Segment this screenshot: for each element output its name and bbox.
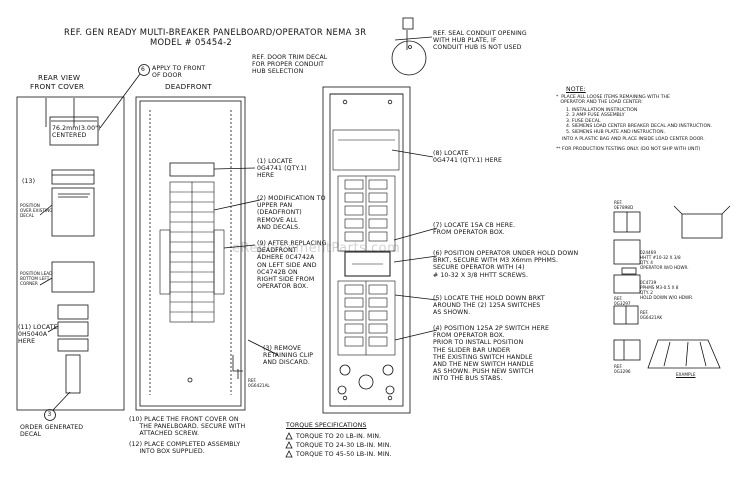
position-over-existing-note: POSITION OVER EXISTING DECAL [20, 203, 53, 218]
door-trim-decal-note: REF. DOOR TRIM DECAL FOR PROPER CONDUIT … [252, 54, 328, 76]
model-number: MODEL # 05454-2 [150, 37, 233, 47]
decal-0h5040a-1 [57, 304, 89, 320]
torque-item-2: TORQUE TO 24-30 LB-IN. MIN. [296, 442, 392, 449]
note-bag: INTO A PLASTIC BAG AND PLACE INSIDE LOAD… [562, 137, 705, 142]
part-0g3296 [613, 339, 641, 361]
part-label-0c4739: 0C4739 PPHMS M3-0.5 X 8 QTY. 2 HOLD DOWN… [640, 280, 694, 300]
note-star-1: * PLACE ALL LOOSE ITEMS REMAINING WITH T… [556, 95, 670, 106]
part-label-0g3296: REF. 0G3296 [614, 364, 631, 374]
callout-8-text: (8) LOCATE 0G4741 (QTY.1) HERE [433, 150, 502, 165]
part-label-0e7898d: REF. 0E7898D [614, 200, 634, 210]
deadfront-label [169, 162, 215, 177]
callout-1-text: (1) LOCATE 0G4741 (QTY.1) HERE [257, 158, 307, 180]
example-label: EXAMPLE [676, 372, 696, 377]
callout-13: (13) [22, 178, 36, 185]
operator-bracket [681, 213, 723, 239]
callout-4-text: (4) POSITION 125A 2P SWITCH HERE FROM OP… [433, 325, 549, 383]
load-center-outline [322, 86, 411, 414]
torque-item-3: TORQUE TO 45-50 LB-IN. MIN. [296, 451, 392, 458]
rear-view-heading: REAR VIEW [38, 73, 81, 82]
decal-lead-box [51, 261, 95, 293]
ref-retaining-clip: REF. 0G6421AL [248, 378, 270, 388]
panel-breaker-stack [332, 129, 400, 356]
conduit-opening [391, 40, 427, 76]
callout-3-number: 3 [47, 411, 52, 418]
callout-circle-6 [138, 64, 150, 76]
note-star-2: ** FOR PRODUCTION TESTING ONLY. (DO NOT … [556, 147, 701, 152]
decal-0h5040a-2 [57, 321, 89, 337]
part-label-0g6421ak: REF. 0G6421AK [640, 310, 663, 320]
deadfront-breaker-slots [159, 181, 225, 323]
front-cover-heading: FRONT COVER [30, 82, 85, 91]
watermark: eReplacementParts.com [232, 241, 401, 256]
position-lead-note: POSITION LEAD BOTTOM LEFT CORNER [20, 271, 53, 286]
callout-10-text: (10) PLACE THE FRONT COVER ON THE PANELB… [129, 416, 246, 438]
decal-existing-box [51, 187, 95, 237]
seal-conduit-note: REF. SEAL CONDUIT OPENING WITH HUB PLATE… [433, 30, 527, 52]
callout-12-text: (12) PLACE COMPLETED ASSEMBLY INTO BOX S… [129, 441, 241, 456]
callout-5-text: (5) LOCATE THE HOLD DOWN BRKT AROUND THE… [433, 295, 545, 317]
part-label-024469: 024469 HHTT #10-32 X 3/8 QTY. 4 OPERATOR… [640, 250, 689, 270]
callout-6b-text: (6) POSITION OPERATOR UNDER HOLD DOWN BR… [433, 250, 579, 279]
callout-6-text: APPLY TO FRONT OF DOOR [152, 65, 206, 80]
diagram-title: REF. GEN READY MULTI-BREAKER PANELBOARD/… [64, 27, 367, 37]
torque-item-1: TORQUE TO 20 LB-IN. MIN. [296, 433, 382, 440]
retaining-clip [232, 355, 243, 372]
part-0g3297 [613, 274, 641, 294]
note-heading: NOTE: [566, 86, 586, 93]
callout-circle-3 [44, 409, 56, 421]
callout-3-text: ORDER GENERATED DECAL [20, 424, 84, 439]
callout-11-text: (11) LOCATE 0H5040A HERE [18, 324, 58, 346]
callout-7-text: (7) LOCATE 15A CB HERE. FROM OPERATOR BO… [433, 222, 516, 237]
deadfront-heading: DEADFRONT [165, 82, 212, 91]
callout-9-text: (9) AFTER REPLACING DEADFRONT ADHERE 0C4… [257, 240, 327, 291]
torque-heading: TORQUE SPECIFICATIONS [286, 422, 367, 429]
callout-6-number: 6 [141, 66, 145, 73]
centered-dimension: 76.2mm(3.00") CENTERED [52, 125, 101, 140]
decal-0h5040a-3 [57, 338, 89, 352]
note-list: 1. INSTALLATION INSTRUCTION 2. 3 AMP FUS… [566, 108, 712, 135]
callout-3b-text: (3) REMOVE RETAINING CLIP AND DISCARD. [263, 345, 314, 367]
deadfront-outline [135, 96, 246, 411]
part-label-0g3297: REF. 0G3297 [614, 296, 631, 306]
decal-13-box [51, 169, 95, 185]
callout-2-text: (2) MODIFICATION TO UPPER PAN (DEADFRONT… [257, 195, 326, 231]
example-sketch [647, 339, 721, 369]
front-cover-outline [16, 96, 125, 411]
order-decal-box [65, 354, 81, 394]
